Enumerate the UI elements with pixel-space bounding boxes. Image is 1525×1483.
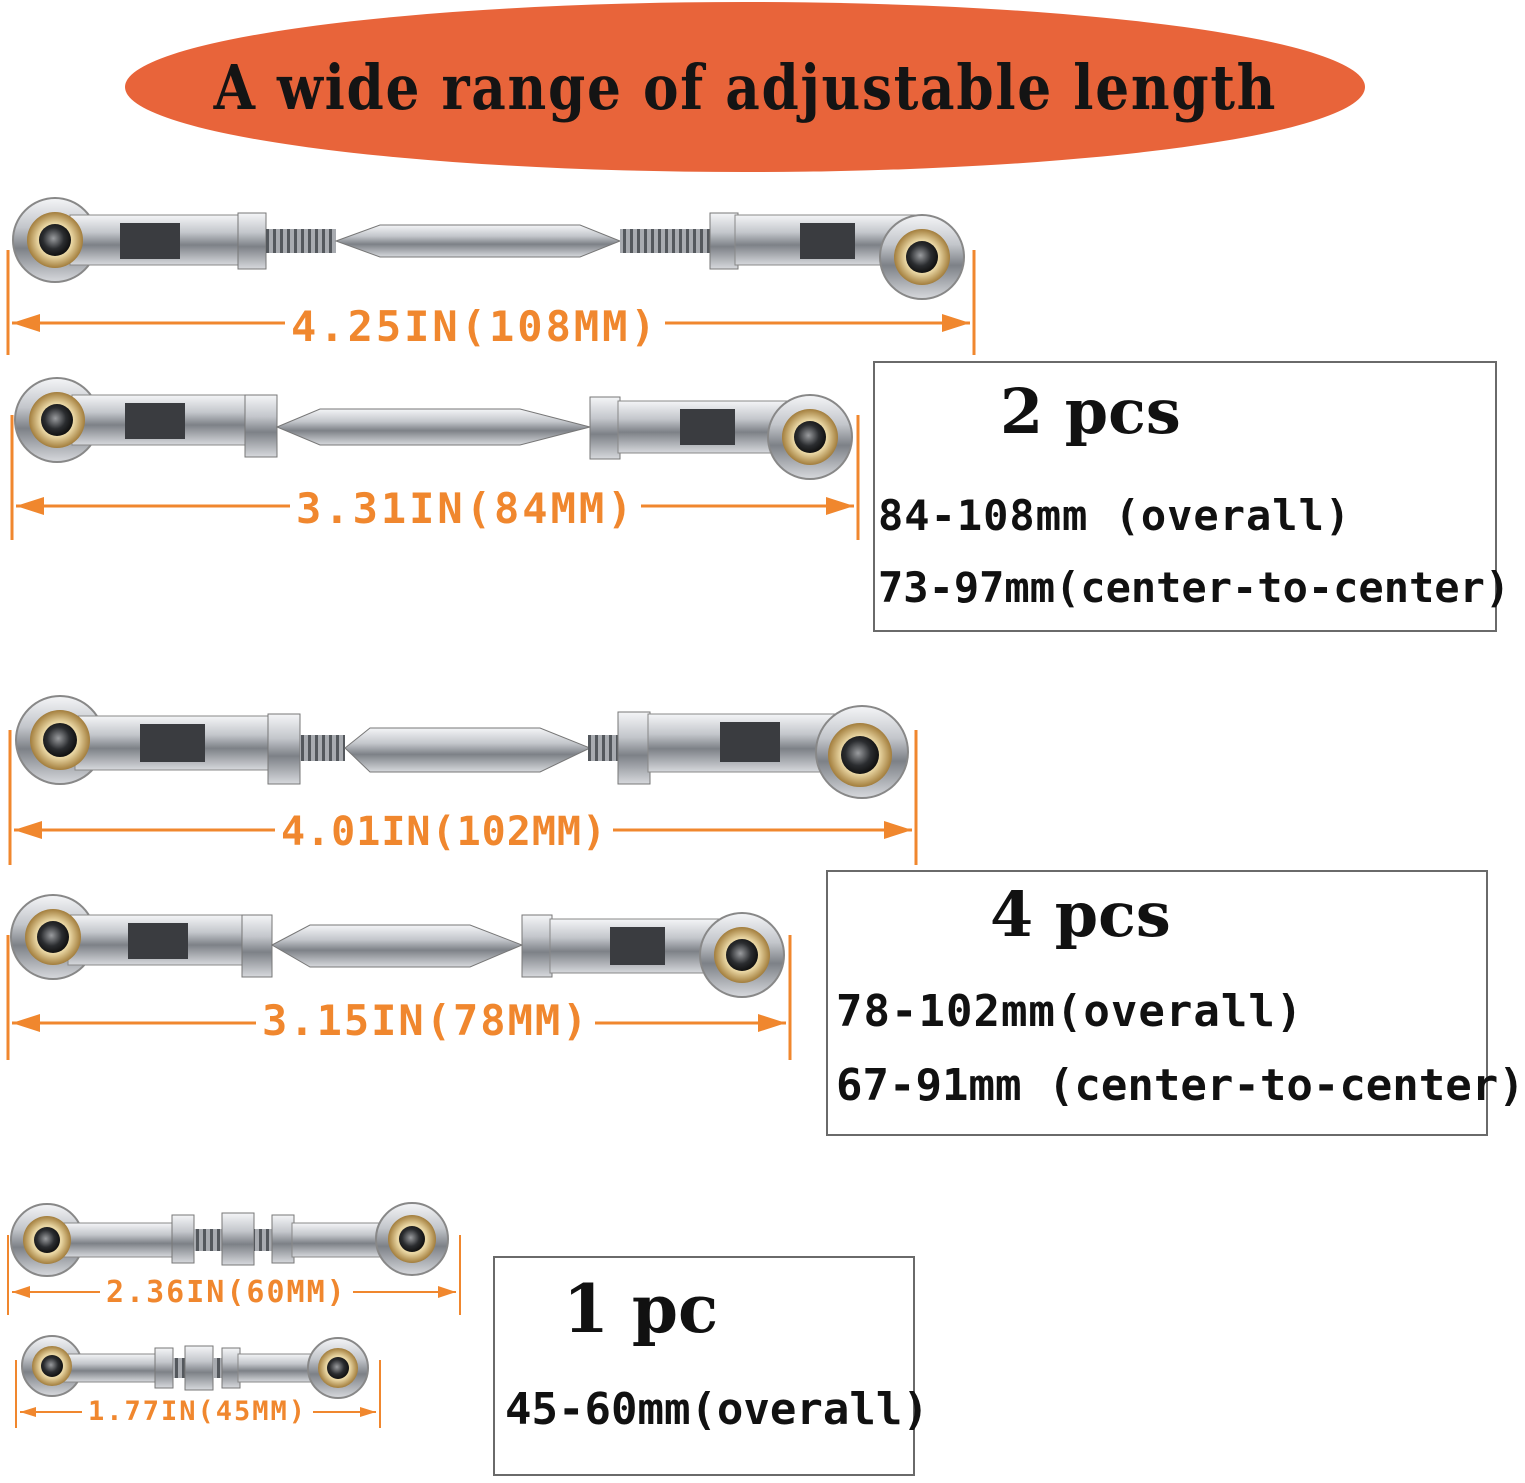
rod-6-length-label: 1.77IN(45MM): [82, 1398, 314, 1425]
spec-box-1-pc: 1 pc 45-60mm(overall): [493, 1256, 929, 1476]
turnbuckle-rod-1: [6, 197, 976, 355]
turnbuckle-rod-4: [6, 894, 792, 1060]
overall-length-spec: 84-108mm (overall): [878, 491, 1352, 540]
rod-2-length-label: 3.31IN(84MM): [290, 488, 642, 530]
quantity-label: 2 pcs: [1000, 375, 1181, 448]
spec-box-2-pcs: 2 pcs 84-108mm (overall) 73-97mm(center-…: [873, 361, 1510, 632]
rod-5-length-label: 2.36IN(60MM): [100, 1278, 353, 1308]
quantity-label: 4 pcs: [990, 878, 1171, 951]
turnbuckle-rod-2: [10, 377, 860, 540]
center-to-center-spec: 73-97mm(center-to-center): [878, 563, 1511, 612]
rod-3-length-label: 4.01IN(102MM): [275, 812, 614, 852]
title-banner: A wide range of adjustable length: [125, 2, 1365, 172]
overall-length-spec: 45-60mm(overall): [505, 1384, 929, 1435]
rod-4-length-label: 3.15IN(78MM): [256, 1000, 596, 1042]
quantity-label: 1 pc: [563, 1270, 719, 1348]
turnbuckle-rod-3: [8, 695, 918, 865]
banner-title: A wide range of adjustable length: [213, 50, 1277, 124]
turnbuckle-rod-5: [7, 1202, 461, 1315]
spec-box-4-pcs: 4 pcs 78-102mm(overall) 67-91mm (center-…: [826, 870, 1525, 1136]
rod-1-length-label: 4.25IN(108MM): [285, 306, 665, 348]
overall-length-spec: 78-102mm(overall): [836, 986, 1304, 1037]
center-to-center-spec: 67-91mm (center-to-center): [836, 1060, 1525, 1111]
turnbuckle-rod-6: [15, 1335, 381, 1428]
